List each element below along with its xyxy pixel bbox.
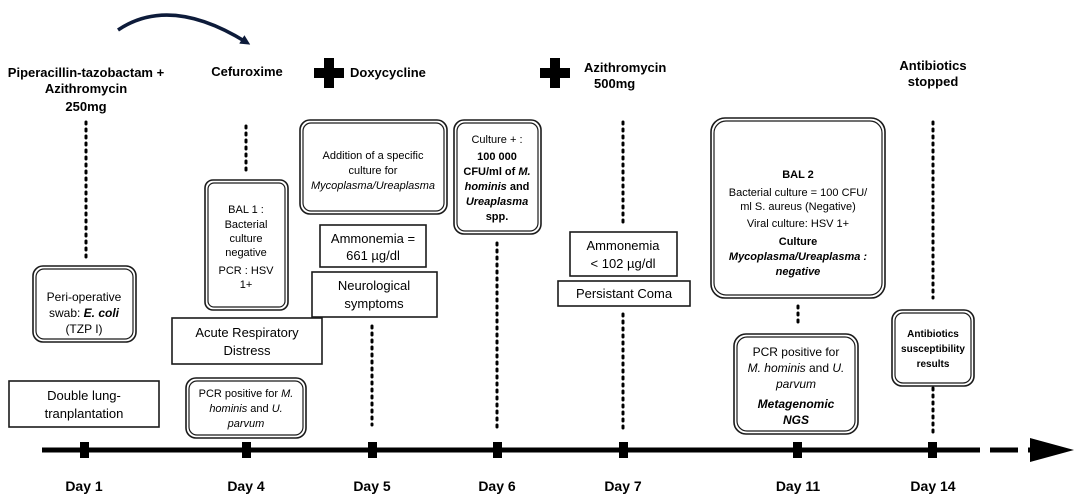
bal2-line5: Culture	[779, 236, 818, 248]
coma-line1: Persistant Coma	[576, 286, 673, 301]
tick-day4	[242, 442, 251, 458]
culture-pos-line5: Ureaplasma	[466, 196, 528, 208]
drug-day1-line1: Piperacillin-tazobactam +	[8, 65, 165, 80]
drug-header-day1: Piperacillin-tazobactam + Azithromycin 2…	[8, 65, 165, 114]
culture-pos-line6: spp.	[486, 211, 509, 223]
bal1-line6: 1+	[240, 279, 253, 291]
bal1-line3: culture	[229, 233, 262, 245]
curved-arrow-icon	[117, 13, 251, 45]
pcr4-line2: hominis and U.	[209, 403, 282, 415]
day-label: Day 7	[604, 478, 642, 494]
neuro-line1: Neurological	[338, 278, 410, 293]
periop-line2: swab: E. coli	[49, 306, 120, 320]
culture-positive-box: Culture + : 100 000 CFU/ml of M. hominis…	[453, 119, 542, 235]
ammonemia1-line2: 661 µg/dl	[346, 248, 400, 263]
day-label: Day 6	[478, 478, 516, 494]
suscept-line3: results	[917, 359, 950, 370]
drug-day1-line3: 250mg	[65, 99, 106, 114]
ammonemia-102-box: Ammonemia < 102 µg/dl	[569, 231, 678, 277]
drug-day14-line1: Antibiotics	[899, 58, 966, 73]
susceptibility-box: Antibiotics susceptibility results	[891, 309, 975, 387]
periop-line3: (TZP I)	[65, 322, 102, 336]
tick-day6	[493, 442, 502, 458]
bal2-line7: negative	[776, 266, 821, 278]
pcr11-line5: NGS	[783, 413, 809, 427]
ammonemia1-line1: Ammonemia =	[331, 231, 415, 246]
neurological-box: Neurological symptoms	[311, 271, 438, 318]
pcr11-line2: M. hominis and U.	[748, 361, 845, 375]
culture-pos-line3: CFU/ml of M.	[463, 166, 530, 178]
ammonemia-661-box: Ammonemia = 661 µg/dl	[319, 224, 427, 268]
double-lung-box: Double lung- tranplantation	[8, 380, 160, 428]
culture-spec-line2: culture for	[349, 165, 398, 177]
suscept-line1: Antibiotics	[907, 329, 959, 340]
tick-day7	[619, 442, 628, 458]
drug-day1-line2: Azithromycin	[45, 81, 127, 96]
culture-pos-line4: hominis and	[465, 181, 530, 193]
drug-day7-line2: 500mg	[594, 76, 635, 91]
tick-day11	[793, 442, 802, 458]
ammonemia2-line1: Ammonemia	[587, 238, 661, 253]
pcr11-line4: Metagenomic	[758, 397, 835, 411]
drug-day14-line2: stopped	[908, 74, 959, 89]
culture-spec-line3: Mycoplasma/Ureaplasma	[311, 180, 435, 192]
bal1-line2: Bacterial	[225, 219, 268, 231]
plus-cross-icon	[314, 58, 344, 88]
bal2-box: BAL 2 Bacterial culture = 100 CFU/ ml S.…	[710, 117, 886, 299]
timeline-arrow	[42, 438, 1074, 462]
pcr4-line1: PCR positive for M.	[199, 388, 294, 400]
day-label: Day 5	[353, 478, 391, 494]
bal1-line4: negative	[225, 247, 267, 259]
bal1-line5: PCR : HSV	[218, 265, 274, 277]
pcr-day11-box: PCR positive for M. hominis and U. parvu…	[733, 333, 859, 435]
plus-cross-icon	[540, 58, 570, 88]
day-label: Day 11	[776, 478, 821, 494]
pcr-day4-box: PCR positive for M. hominis and U. parvu…	[185, 377, 307, 439]
day-label: Day 1	[65, 478, 103, 494]
bal1-line1: BAL 1 :	[228, 204, 264, 216]
culture-pos-line1: Culture + :	[471, 134, 522, 146]
acute-respiratory-box: Acute Respiratory Distress	[171, 317, 323, 365]
ard-line1: Acute Respiratory	[195, 325, 299, 340]
double-lung-line1: Double lung-	[47, 388, 121, 403]
bal2-line6: Mycoplasma/Ureaplasma :	[729, 251, 868, 263]
bal1-box: BAL 1 : Bacterial culture negative PCR :…	[204, 179, 289, 311]
ammonemia2-line2: < 102 µg/dl	[591, 256, 656, 271]
culture-pos-line2: 100 000	[477, 151, 517, 163]
tick-day1	[80, 442, 89, 458]
culture-spec-line1: Addition of a specific	[323, 150, 424, 162]
bal2-line1: BAL 2	[782, 169, 814, 181]
bal2-line4: Viral culture: HSV 1+	[747, 218, 849, 230]
tick-day5	[368, 442, 377, 458]
double-lung-line2: tranplantation	[45, 406, 124, 421]
neuro-line2: symptoms	[344, 296, 404, 311]
day-label: Day 4	[227, 478, 265, 494]
persistant-coma-box: Persistant Coma	[557, 280, 691, 307]
tick-day14	[928, 442, 937, 458]
periop-swab-box: Peri-operative swab: E. coli (TZP I)	[32, 265, 137, 343]
day-label: Day 14	[910, 478, 955, 494]
bal2-line2: Bacterial culture = 100 CFU/	[729, 187, 868, 199]
bal2-line3: ml S. aureus (Negative)	[740, 201, 856, 213]
periop-line1: Peri-operative	[47, 290, 122, 304]
timeline-ticks	[80, 442, 937, 458]
drug-day5: Doxycycline	[350, 65, 426, 80]
ard-line2: Distress	[224, 343, 271, 358]
pcr11-line1: PCR positive for	[753, 345, 840, 359]
specific-culture-box: Addition of a specific culture for Mycop…	[299, 119, 448, 215]
suscept-line2: susceptibility	[901, 344, 965, 355]
pcr4-line3: parvum	[227, 418, 265, 430]
drug-day7-line1: Azithromycin	[584, 60, 666, 75]
pcr11-line3: parvum	[775, 377, 816, 391]
day-labels: Day 1 Day 4 Day 5 Day 6 Day 7 Day 11 Day…	[65, 478, 955, 494]
drug-day4: Cefuroxime	[211, 64, 283, 79]
